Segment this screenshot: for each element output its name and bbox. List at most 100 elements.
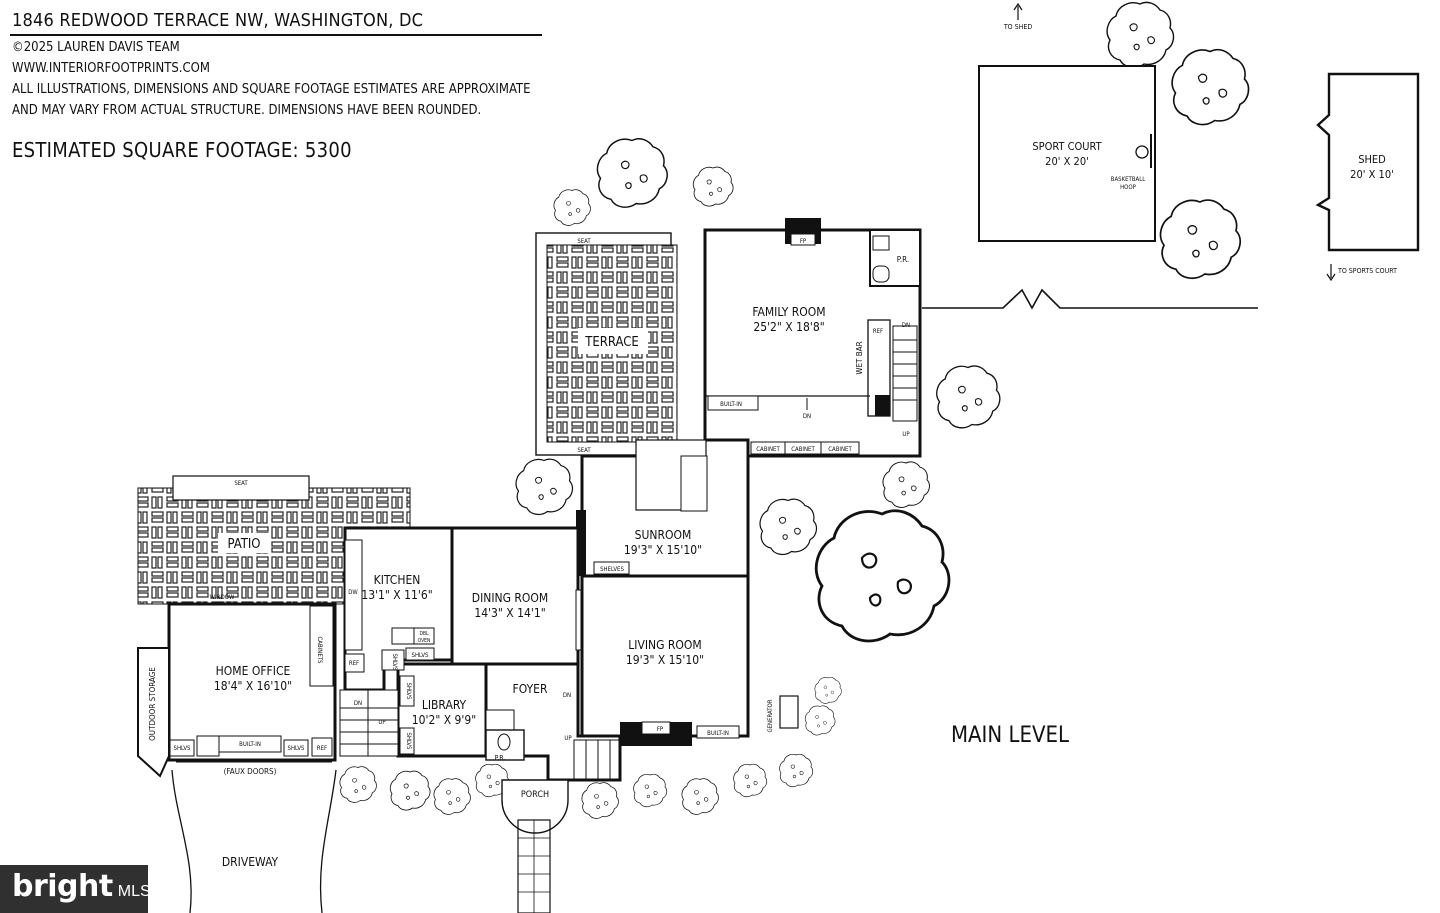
svg-text:TO SPORTS COURT: TO SPORTS COURT bbox=[1337, 267, 1397, 275]
svg-text:25'2" X 18'8": 25'2" X 18'8" bbox=[753, 320, 824, 334]
copyright-line: ©2025 LAUREN DAVIS TEAM bbox=[12, 40, 180, 55]
mls-tag-text: MLS bbox=[117, 883, 151, 900]
svg-text:SEAT: SEAT bbox=[577, 447, 591, 454]
basketball-hoop-icon bbox=[1135, 145, 1149, 159]
tree-icon bbox=[936, 365, 1001, 429]
svg-text:PORCH: PORCH bbox=[521, 790, 549, 800]
level-label: MAIN LEVEL bbox=[951, 723, 1069, 748]
svg-text:FAMILY ROOM: FAMILY ROOM bbox=[752, 305, 825, 319]
svg-text:SHLVS: SHLVS bbox=[405, 733, 412, 751]
tree-icon bbox=[515, 458, 574, 516]
tree-icon bbox=[389, 770, 431, 811]
svg-text:SHLVS: SHLVS bbox=[174, 745, 192, 752]
svg-text:SHLVS: SHLVS bbox=[288, 745, 306, 752]
svg-text:FOYER: FOYER bbox=[513, 682, 548, 696]
porch: PORCH bbox=[501, 779, 569, 913]
svg-text:SPORT COURT: SPORT COURT bbox=[1032, 140, 1102, 153]
family-room: FP P.R. REF WET BAR DN UP BUILT-IN DN CA… bbox=[703, 218, 922, 458]
svg-text:20' X 10': 20' X 10' bbox=[1350, 168, 1394, 181]
header-divider bbox=[10, 34, 542, 36]
svg-text:10'2" X 9'9": 10'2" X 9'9" bbox=[412, 713, 476, 727]
tree-icon bbox=[779, 753, 814, 788]
svg-text:14'3" X 14'1": 14'3" X 14'1" bbox=[474, 606, 545, 620]
svg-text:SUNROOM: SUNROOM bbox=[635, 528, 692, 542]
tree-icon bbox=[1171, 48, 1250, 126]
svg-text:13'1" X 11'6": 13'1" X 11'6" bbox=[361, 588, 432, 602]
svg-text:BUILT-IN: BUILT-IN bbox=[239, 741, 261, 748]
svg-text:REF: REF bbox=[317, 745, 327, 752]
svg-text:CABINET: CABINET bbox=[828, 446, 852, 453]
svg-text:(FAUX DOORS): (FAUX DOORS) bbox=[224, 767, 277, 776]
svg-text:REF: REF bbox=[873, 328, 883, 335]
tree-icon bbox=[733, 763, 768, 798]
tree-icon bbox=[814, 677, 842, 704]
svg-text:18'4" X 16'10": 18'4" X 16'10" bbox=[214, 679, 292, 693]
svg-text:WINDOW: WINDOW bbox=[210, 594, 235, 601]
svg-text:TO SHED: TO SHED bbox=[1003, 23, 1033, 31]
svg-text:SHELVES: SHELVES bbox=[600, 566, 624, 573]
garden-fence bbox=[922, 288, 1258, 310]
svg-text:BUILT-IN: BUILT-IN bbox=[720, 401, 742, 408]
svg-text:LIVING ROOM: LIVING ROOM bbox=[628, 638, 701, 652]
svg-text:UP: UP bbox=[378, 719, 386, 726]
svg-text:SHLVS: SHLVS bbox=[391, 654, 398, 672]
svg-text:DN: DN bbox=[354, 700, 362, 707]
svg-text:20' X 20': 20' X 20' bbox=[1045, 155, 1089, 168]
tree-icon bbox=[1159, 199, 1242, 280]
tree-icon bbox=[581, 782, 619, 819]
tree-icon bbox=[804, 705, 836, 736]
svg-text:SEAT: SEAT bbox=[577, 238, 591, 245]
svg-text:DN: DN bbox=[902, 322, 910, 329]
svg-text:CABINET: CABINET bbox=[791, 446, 815, 453]
svg-text:OUTDOOR STORAGE: OUTDOOR STORAGE bbox=[148, 667, 157, 741]
disclaimer-line-1: ALL ILLUSTRATIONS, DIMENSIONS AND SQUARE… bbox=[12, 82, 531, 97]
tree-icon bbox=[596, 138, 668, 208]
svg-text:UP: UP bbox=[902, 431, 910, 438]
kitchen: DW REF DBL OVEN SHLVS KITCHEN 13'1" X 11… bbox=[343, 526, 454, 692]
tree-icon bbox=[553, 189, 591, 226]
svg-text:KITCHEN: KITCHEN bbox=[374, 573, 421, 587]
tree-icon bbox=[681, 778, 719, 815]
tree-icon bbox=[339, 766, 377, 803]
svg-text:BUILT-IN: BUILT-IN bbox=[707, 730, 729, 737]
driveway: DRIVEWAY bbox=[171, 769, 337, 913]
tree-icon bbox=[692, 166, 734, 207]
property-address: 1846 REDWOOD TERRACE NW, WASHINGTON, DC bbox=[12, 10, 424, 31]
svg-text:DRIVEWAY: DRIVEWAY bbox=[222, 855, 279, 869]
shed: SHED 20' X 10' TO SPORTS COURT bbox=[1315, 72, 1420, 282]
svg-text:19'3" X 15'10": 19'3" X 15'10" bbox=[626, 653, 704, 667]
svg-text:SEAT: SEAT bbox=[234, 480, 248, 487]
svg-text:TERRACE: TERRACE bbox=[584, 335, 639, 350]
svg-text:BASKETBALL: BASKETBALL bbox=[1111, 176, 1145, 183]
svg-text:LIBRARY: LIBRARY bbox=[422, 698, 467, 712]
foyer: FOYER DN UP P.R. bbox=[484, 662, 622, 782]
svg-text:PATIO: PATIO bbox=[227, 537, 260, 552]
svg-text:REF: REF bbox=[349, 660, 359, 667]
arrow-down-icon bbox=[1326, 273, 1336, 282]
svg-text:WET BAR: WET BAR bbox=[855, 341, 864, 374]
svg-text:DW: DW bbox=[348, 589, 358, 596]
svg-text:P.R.: P.R. bbox=[897, 255, 909, 264]
svg-text:FP: FP bbox=[800, 238, 807, 245]
svg-text:GENERATOR: GENERATOR bbox=[767, 699, 774, 732]
tree-icon bbox=[633, 773, 668, 808]
terrace: TERRACE SEAT SEAT bbox=[535, 232, 678, 456]
svg-text:DINING ROOM: DINING ROOM bbox=[472, 591, 548, 605]
tree-icon bbox=[814, 509, 951, 643]
svg-text:HOOP: HOOP bbox=[1120, 184, 1137, 191]
tree-icon bbox=[882, 461, 930, 508]
svg-text:SHED: SHED bbox=[1358, 153, 1386, 166]
sport-court: SPORT COURT 20' X 20' BASKETBALL HOOP TO… bbox=[978, 2, 1156, 242]
mls-brand-text: bright bbox=[12, 869, 113, 904]
svg-text:DBL: DBL bbox=[419, 631, 429, 637]
disclaimer-line-2: AND MAY VARY FROM ACTUAL STRUCTURE. DIME… bbox=[12, 103, 482, 118]
stairs bbox=[339, 689, 399, 757]
tree-icon bbox=[759, 498, 818, 556]
svg-text:CABINET: CABINET bbox=[756, 446, 780, 453]
living-room: FP BUILT-IN LIVING ROOM 19'3" X 15'10" bbox=[580, 574, 750, 746]
svg-text:SHLVS: SHLVS bbox=[412, 652, 430, 659]
bright-mls-logo: bright MLS bbox=[0, 865, 151, 913]
svg-text:FP: FP bbox=[657, 726, 664, 733]
tree-icon bbox=[1106, 1, 1175, 69]
